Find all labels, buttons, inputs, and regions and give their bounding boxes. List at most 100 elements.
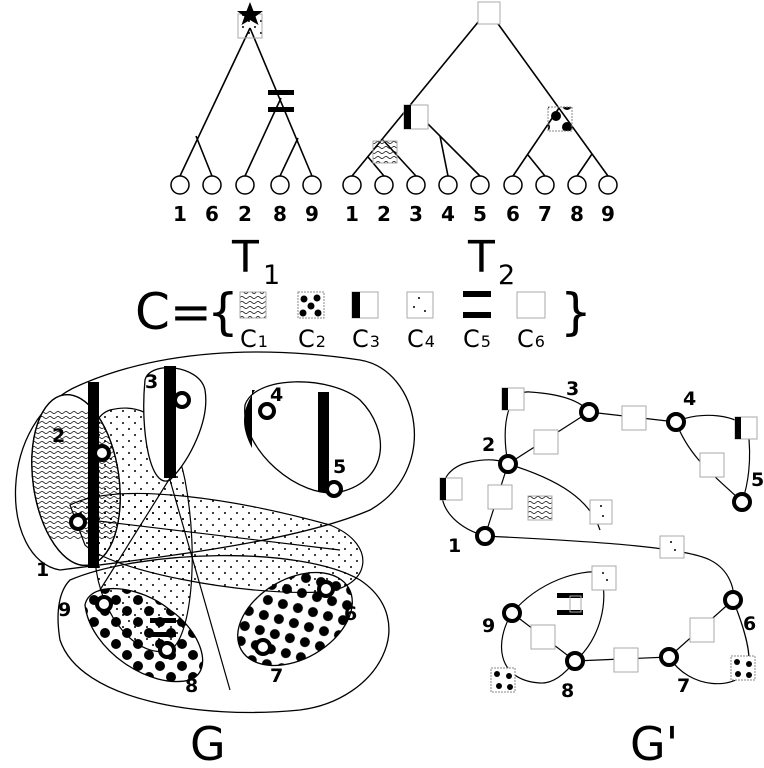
gp-vertex-label: 9	[482, 615, 495, 637]
g-vertex-label: 1	[36, 559, 49, 581]
tree-t1: 1 6 2 8 9 T 1	[170, 2, 322, 291]
g-vertex-label: 3	[145, 371, 158, 393]
colour-set-close-brace: }	[560, 283, 592, 341]
t2-leaf-label: 7	[538, 202, 552, 226]
gp-edge	[507, 463, 601, 531]
gp-vertex-label: 6	[743, 613, 756, 635]
graph-g: 1 2 3 4 5 6 7 8 9 G	[14, 351, 416, 768]
swatch-c4-sparse-dots	[406, 291, 434, 319]
t2-title-subscript: 2	[498, 260, 515, 291]
g-vertex-label: 8	[185, 675, 198, 697]
hyperedge-1-2-outline	[31, 393, 121, 567]
t1-title-subscript: 1	[263, 260, 280, 291]
t2-root-colour-box	[477, 1, 501, 25]
gp-box-left-bar	[501, 387, 525, 411]
hyperedge-8-9	[84, 587, 204, 683]
hyperedge-4-5	[244, 381, 382, 494]
graph-gprime-title: G'	[630, 717, 678, 768]
t2-leaf-label: 9	[601, 202, 615, 226]
gp-vertex-label: 2	[482, 434, 495, 456]
left-bar-cap-4	[244, 390, 255, 448]
gp-vertex-label: 1	[448, 535, 461, 557]
t2-leaf-label: 3	[409, 202, 423, 226]
t2-leaf-label: 6	[506, 202, 520, 226]
g-vertex	[325, 480, 343, 498]
g-vertex-label: 6	[344, 603, 357, 625]
g-vertex	[258, 402, 276, 420]
colour-set: C= { } C1 C2 C3	[135, 283, 592, 353]
gp-edge	[741, 429, 751, 503]
gp-box-sparse-dots	[591, 565, 617, 591]
bar-vertical-2	[88, 382, 99, 568]
t2-large-dots-marker	[547, 106, 573, 132]
t1-leaf	[302, 175, 322, 195]
gp-box-empty	[613, 647, 639, 673]
gp-vertex-label: 5	[751, 469, 764, 491]
t2-leaf-label: 5	[473, 202, 487, 226]
g-vertex-label: 4	[270, 384, 283, 406]
gp-box-waves	[527, 495, 553, 521]
gp-box-large-dots	[490, 667, 516, 693]
t2-leaf-label: 1	[345, 202, 359, 226]
t2-leaf	[567, 175, 587, 195]
gp-box-left-bar	[734, 416, 758, 440]
gp-vertex	[723, 590, 743, 610]
g-vertex-label: 7	[270, 665, 283, 687]
g-vertex-label: 9	[58, 599, 71, 621]
tree-t2: 1 2 3 4 5 6 7 8 9 T 2	[342, 1, 618, 291]
c5-label: C5	[463, 325, 491, 353]
gp-box-empty	[621, 405, 647, 431]
g-vertex	[254, 638, 272, 656]
t1-leaf-label: 6	[205, 202, 219, 226]
gp-vertex-label: 3	[566, 378, 579, 400]
t2-leaf	[598, 175, 618, 195]
colour-set-lhs: C=	[135, 283, 212, 341]
graph-gprime: 1 2 3 4 5 6 7 8 9 G'	[439, 378, 764, 768]
gp-vertex-label: 4	[683, 388, 696, 410]
t2-leaf-label: 2	[377, 202, 391, 226]
g-vertex	[95, 595, 113, 613]
gp-vertex	[498, 454, 518, 474]
t2-leaf-label: 4	[441, 202, 455, 226]
t1-title: T	[231, 232, 259, 283]
t2-leaves	[342, 175, 618, 195]
gp-box-empty	[699, 452, 725, 478]
g-edge	[89, 519, 341, 551]
c1-label: C1	[240, 325, 268, 353]
gp-box-large-dots	[730, 655, 756, 681]
t1-leaf-label: 1	[173, 202, 187, 226]
swatch-c6-empty	[516, 291, 546, 319]
g-vertex-label: 2	[52, 425, 65, 447]
t2-leaf	[535, 175, 555, 195]
gp-edge	[441, 459, 509, 537]
swatch-c2-large-dots	[297, 291, 325, 319]
bar-vertical-5	[318, 392, 329, 492]
c2-label: C2	[298, 325, 326, 353]
root-star-icon	[237, 2, 263, 25]
gp-box-empty	[689, 617, 715, 643]
double-bar-8	[150, 618, 176, 637]
t1-leaf	[202, 175, 222, 195]
t2-title: T	[467, 232, 495, 283]
t2-leaf-label: 8	[570, 202, 584, 226]
gp-edge	[500, 612, 576, 684]
gp-vertex	[659, 647, 679, 667]
t2-left-bar-marker	[403, 104, 429, 130]
gp-vertex-label: 8	[561, 680, 574, 702]
gp-vertex	[732, 492, 752, 512]
g-vertex	[173, 391, 191, 409]
gp-box-left-bar	[439, 477, 463, 501]
t2-leaf	[503, 175, 523, 195]
gp-vertex	[666, 412, 686, 432]
g-vertex	[158, 641, 176, 659]
t2-waves-marker	[372, 140, 398, 164]
t1-double-bar-marker	[268, 90, 294, 112]
t1-leaf	[270, 175, 290, 195]
swatch-c3-left-bar	[351, 291, 379, 319]
t1-leaf	[235, 175, 255, 195]
c3-label: C3	[352, 325, 380, 353]
t1-leaf-label: 8	[273, 202, 287, 226]
bar-vertical-3	[164, 366, 176, 478]
t1-leaf-label: 9	[305, 202, 319, 226]
